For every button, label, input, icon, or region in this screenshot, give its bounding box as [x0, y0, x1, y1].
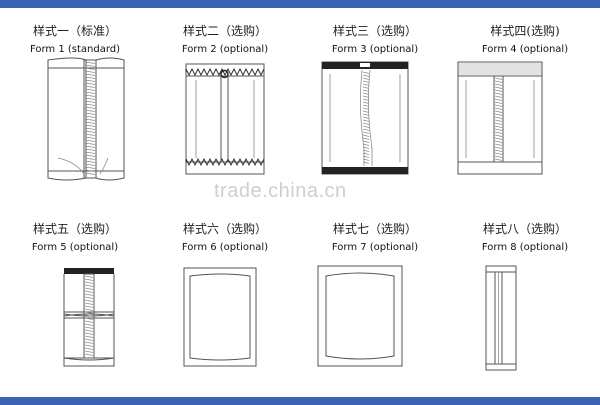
form-8-en-label: Form 8 (optional) [481, 242, 569, 253]
bottom-frame-bar [0, 397, 600, 405]
form-3-cell: 样式三（选购） Form 3 (optional) [300, 8, 450, 204]
form-3-zh-label: 样式三（选购） [332, 24, 417, 38]
linked-double-pouch-icon [63, 268, 115, 367]
form-2-en-label: Form 2 (optional) [181, 44, 269, 55]
four-side-seal-wide-pouch-icon [317, 265, 403, 367]
form-7-en-label: Form 7 (optional) [331, 242, 419, 253]
form-3-en-label: Form 3 (optional) [331, 44, 419, 55]
form-8-zh-label: 样式八（选购） [482, 222, 567, 236]
stick-pack-icon [485, 265, 517, 371]
form-6-cell: 样式六（选购） Form 6 (optional) [150, 206, 300, 402]
form-8-cell: 样式八（选购） Form 8 (optional) [450, 206, 600, 402]
form-5-en-label: Form 5 (optional) [31, 242, 119, 253]
form-2-zh-label: 样式二（选购） [182, 24, 267, 38]
form-5-zh-label: 样式五（选购） [32, 222, 117, 236]
pillow-pouch-center-seal-icon [47, 57, 125, 181]
top-frame-bar [0, 0, 600, 8]
form-1-zh-label: 样式一（标准） [32, 24, 117, 38]
form-5-cell: 样式五（选购） Form 5 (optional) [0, 206, 150, 402]
watermark: trade.china.cn [214, 180, 347, 202]
pouch-hang-slot-dark-seal-icon [321, 61, 409, 175]
pouch-hang-hole-zipper-seal-icon [185, 63, 265, 175]
form-6-zh-label: 样式六（选购） [182, 222, 267, 236]
form-6-en-label: Form 6 (optional) [181, 242, 269, 253]
form-1-cell: 样式一（标准） Form 1 (standard) [0, 8, 150, 204]
four-side-seal-pouch-icon [183, 267, 257, 367]
form-7-cell: 样式七（选购） Form 7 (optional) [300, 206, 450, 402]
form-2-cell: 样式二（选购） Form 2 (optional) [150, 8, 300, 204]
form-4-zh-label: 样式四(选购) [490, 24, 560, 38]
form-7-zh-label: 样式七（选购） [332, 222, 417, 236]
form-4-en-label: Form 4 (optional) [481, 44, 569, 55]
form-1-en-label: Form 1 (standard) [29, 44, 121, 55]
pouch-flat-top-center-seal-icon [457, 61, 543, 175]
form-4-cell: 样式四(选购) Form 4 (optional) [450, 8, 600, 204]
